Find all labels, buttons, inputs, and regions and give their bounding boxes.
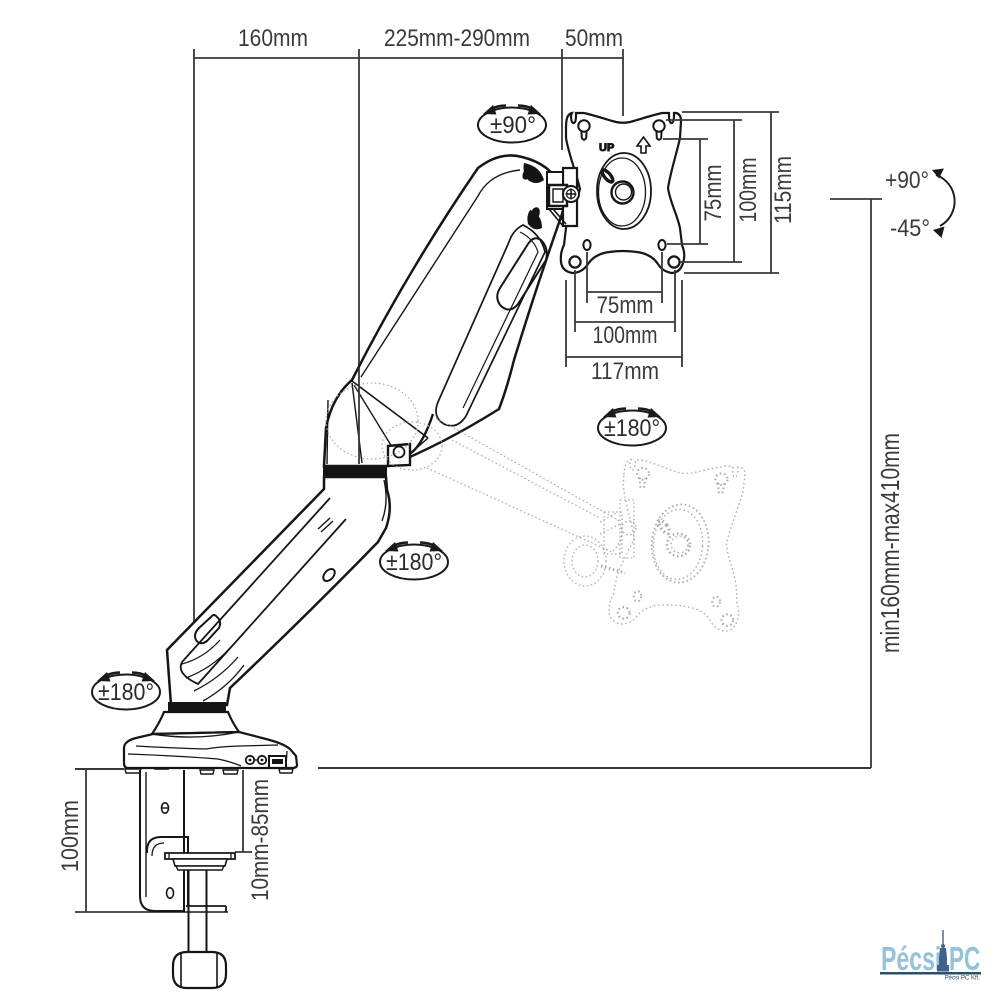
svg-text:±180°: ±180°	[98, 679, 154, 706]
svg-text:10mm-85mm: 10mm-85mm	[247, 779, 274, 901]
svg-text:-45°: -45°	[890, 215, 930, 242]
svg-text:UP: UP	[599, 142, 614, 154]
svg-text:Pécsi PC Kft.: Pécsi PC Kft.	[945, 976, 981, 982]
svg-text:±180°: ±180°	[386, 549, 442, 576]
svg-text:160mm: 160mm	[238, 25, 308, 52]
svg-text:100mm: 100mm	[57, 800, 84, 872]
svg-text:50mm: 50mm	[565, 25, 623, 52]
svg-text:225mm-290mm: 225mm-290mm	[384, 25, 530, 52]
svg-text:min160mm-max410mm: min160mm-max410mm	[875, 433, 905, 653]
svg-text:117mm: 117mm	[591, 358, 659, 385]
svg-text:75mm: 75mm	[597, 292, 654, 319]
svg-text:+90°: +90°	[885, 167, 929, 194]
svg-text:Pécsi: Pécsi	[881, 941, 941, 978]
svg-text:115mm: 115mm	[770, 156, 797, 224]
svg-text:±90°: ±90°	[490, 112, 536, 139]
svg-text:PC: PC	[949, 940, 980, 977]
svg-text:100mm: 100mm	[593, 322, 658, 349]
svg-text:±180°: ±180°	[604, 415, 660, 442]
svg-text:75mm: 75mm	[700, 165, 727, 222]
svg-text:100mm: 100mm	[735, 158, 762, 223]
